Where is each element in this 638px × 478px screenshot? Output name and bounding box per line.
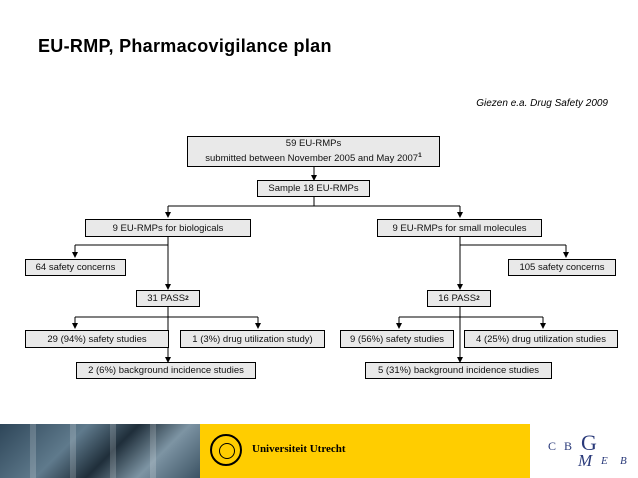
sample-box: Sample 18 EU-RMPs bbox=[257, 180, 370, 197]
right-safety-box: 9 (56%) safety studies bbox=[340, 330, 454, 348]
footer-banner: Universiteit Utrecht C B G M E B bbox=[0, 424, 638, 478]
logo-letter-b: B bbox=[564, 439, 573, 453]
logo-letter-c: C bbox=[548, 439, 557, 453]
biologicals-box: 9 EU-RMPs for biologicals bbox=[85, 219, 251, 237]
flowchart-connectors bbox=[72, 167, 569, 363]
logo-letter-m: M bbox=[578, 451, 593, 470]
right-concerns-box: 105 safety concerns bbox=[508, 259, 616, 276]
university-name: Universiteit Utrecht bbox=[252, 443, 346, 455]
building-photo bbox=[0, 424, 200, 478]
left-background-box: 2 (6%) background incidence studies bbox=[76, 362, 256, 379]
root-box: 59 EU-RMPs submitted between November 20… bbox=[187, 136, 440, 167]
right-background-box: 5 (31%) background incidence studies bbox=[365, 362, 552, 379]
right-drug-util-box: 4 (25%) drug utilization studies bbox=[464, 330, 618, 348]
root-line2: submitted between November 2005 and May … bbox=[205, 153, 419, 165]
citation: Giezen e.a. Drug Safety 2009 bbox=[476, 98, 608, 109]
logo-letter-e: E bbox=[601, 455, 608, 467]
left-pass-footnote: 2 bbox=[185, 295, 189, 302]
left-safety-box: 29 (94%) safety studies bbox=[25, 330, 169, 348]
right-pass-footnote: 2 bbox=[476, 295, 480, 302]
logo-letter-b2: B bbox=[620, 455, 627, 467]
cbg-meb-logo: C B G M E B bbox=[530, 424, 638, 478]
root-line1: 59 EU-RMPs bbox=[285, 137, 342, 149]
left-concerns-box: 64 safety concerns bbox=[25, 259, 126, 276]
right-pass-label: 16 PASS bbox=[438, 293, 477, 304]
left-pass-label: 31 PASS bbox=[147, 293, 186, 304]
university-seal-icon bbox=[210, 434, 242, 466]
logo-letter-g: G bbox=[581, 430, 597, 455]
slide-title: EU-RMP, Pharmacovigilance plan bbox=[38, 36, 332, 56]
university-band: Universiteit Utrecht bbox=[200, 424, 530, 478]
small-molecules-box: 9 EU-RMPs for small molecules bbox=[377, 219, 542, 237]
root-footnote: 1 bbox=[418, 151, 422, 159]
left-drug-util-box: 1 (3%) drug utilization study) bbox=[180, 330, 325, 348]
